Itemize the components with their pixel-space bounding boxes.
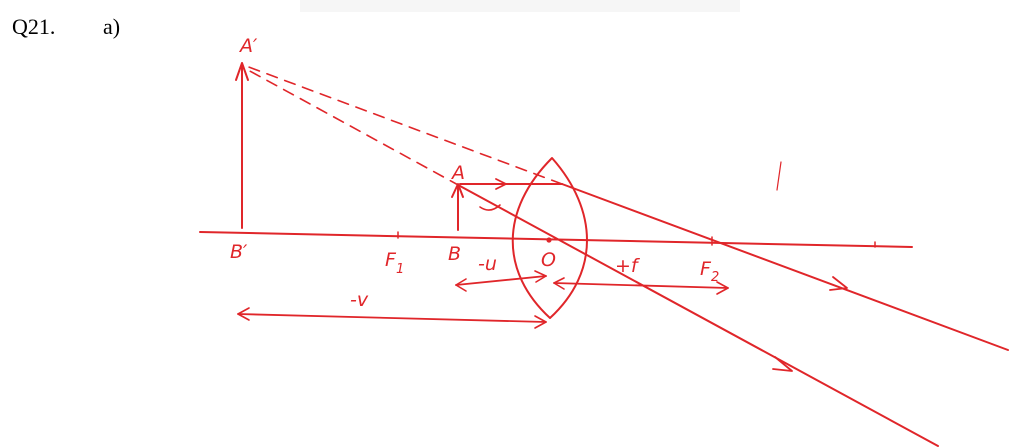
optical-centre-dot [546,237,552,243]
focal-length-arrow-left [553,277,565,290]
image-distance-arrow-left [237,307,250,321]
label-object-base: B [448,243,461,265]
label-image-top: A′ [238,35,258,57]
ray-through-centre [459,185,939,447]
ray-parallel-refracted-arrow [829,276,848,291]
principal-axis [199,231,913,248]
ray-through-centre-arrow [772,356,793,372]
ray-parallel-refracted [561,183,1009,351]
label-focus-2-subscript: 2 [711,270,719,285]
label-focal-length: +f [615,255,641,277]
object-sketch-mark [479,204,501,211]
object-distance-arrow [455,275,547,286]
object-distance-arrow-left [455,278,467,292]
label-object-distance: -u [478,253,497,275]
object-distance-arrow-right [534,270,547,283]
label-image-base: B′ [230,241,248,263]
stray-mark [776,161,782,191]
faint-watermark [300,0,740,12]
label-object-top: A [450,162,465,184]
label-image-distance: -v [350,289,369,311]
dashed-extension-centre [247,69,461,187]
ray-parallel-arrow [495,178,507,190]
question-number: Q21. [12,14,56,39]
image-distance-arrow [237,313,547,323]
convex-lens [511,157,588,319]
focal-length-arrow-right [716,281,729,295]
label-focus-2: F2 [700,258,719,285]
question-part: a) [103,14,121,39]
label-focus-1-subscript: 1 [396,262,404,277]
label-optical-centre: O [541,249,556,271]
image-distance-arrow-right [534,315,547,329]
label-focus-1: F1 [385,249,404,277]
dashed-extension-parallel [245,65,563,185]
image-arrow-head [235,62,249,81]
focal-length-arrow [553,282,729,289]
